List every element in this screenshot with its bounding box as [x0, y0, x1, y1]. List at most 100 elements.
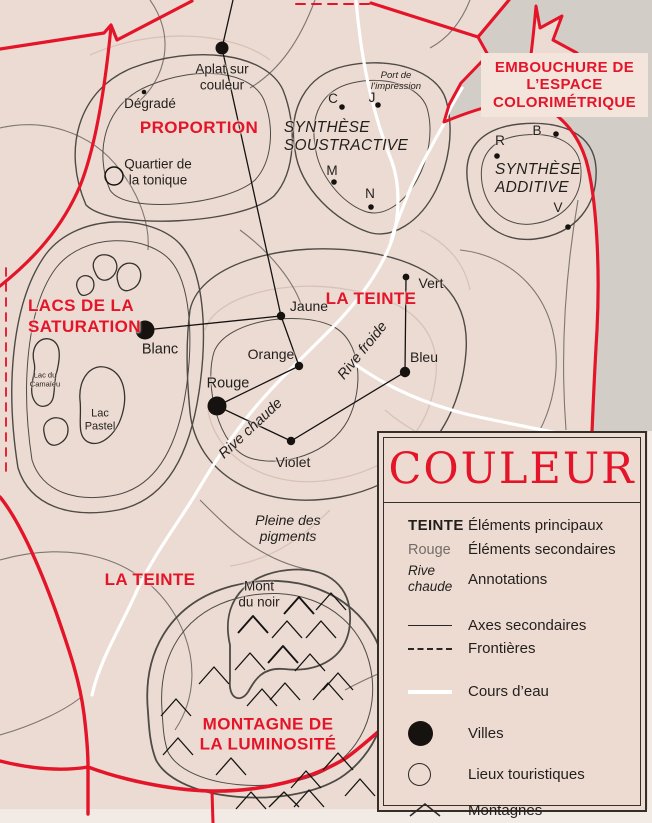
town-label-vert: Vert [418, 274, 444, 291]
legend-label-principal: Éléments principaux [468, 517, 604, 534]
town-label-violet: Violet [275, 453, 311, 470]
legend-row-villes: Villes [408, 721, 640, 747]
region-label-soustractive: SYNTHÈSE SOUSTRACTIVE [283, 119, 409, 154]
mountain-icon [268, 791, 300, 808]
region-label-teinte-center: LA TEINTE [325, 289, 417, 309]
annotation-mont-noir: Mont du noir [238, 578, 280, 609]
legend-label-montagnes: Montagnes [468, 801, 543, 819]
river-line-icon [408, 689, 452, 694]
legend-row-secondary: Rouge Éléments secondaires [408, 541, 640, 558]
red-borders [0, 0, 600, 823]
town-label-orange: Orange [247, 345, 295, 362]
mountain-icon [215, 757, 247, 776]
legend-title: COULEUR [384, 438, 640, 503]
legend-body: TEINTE Éléments principaux Rouge Élément… [384, 503, 640, 819]
mountain-icon [234, 652, 266, 671]
mountain-icon [271, 620, 303, 639]
town-dot-icon [402, 273, 410, 281]
legend-label-villes: Villes [468, 725, 504, 743]
mountain-icon [322, 672, 354, 691]
town-dot-icon [276, 311, 286, 321]
town-dot-icon [141, 89, 147, 95]
legend-panel: COULEUR TEINTE Éléments principaux Rouge… [377, 431, 647, 819]
mountain-icon [160, 698, 192, 717]
legend-label-axes: Axes secondaires [468, 617, 587, 635]
annotation-pleine: Pleine des pigments [255, 511, 321, 544]
city-label-aplat: Aplat sur couleur [195, 61, 249, 92]
mountain-icon [305, 620, 337, 639]
town-label-c: C [328, 91, 338, 107]
annotation-camaieu: Lac du Camaïeu [29, 370, 61, 388]
legend-row-annotation: Rive chaude Annotations [408, 563, 640, 595]
mountain-icon [162, 737, 194, 756]
city-dots [135, 41, 571, 446]
town-label-b: B [532, 123, 542, 139]
mountain-icon [294, 653, 326, 672]
legend-sample-principal: TEINTE [408, 517, 464, 534]
annotation-pastel: Lac Pastel [84, 407, 116, 432]
lake-outlines [31, 254, 142, 446]
legend-row-lieux: Lieux touristiques [408, 763, 640, 787]
town-dot-icon [494, 153, 500, 159]
mountain-icon [293, 789, 325, 808]
mountain-icon [290, 770, 322, 789]
region-label-lacs: LACS DE LA SATURATION [28, 296, 141, 337]
mountain-icon [322, 752, 354, 771]
region-label-teinte-south: LA TEINTE [104, 570, 196, 590]
mountain-icon [267, 645, 299, 664]
legend-inner-frame: COULEUR TEINTE Éléments principaux Rouge… [383, 437, 641, 819]
place-label-quartier: Quartier de la tonique [124, 156, 192, 187]
region-label-additive: SYNTHÈSE ADDITIVE [495, 161, 581, 196]
town-label-n: N [365, 186, 375, 202]
town-dot-icon [565, 224, 571, 230]
legend-label-secondary: Éléments secondaires [468, 541, 616, 558]
mountain-icons [160, 592, 376, 810]
tourist-place-icon [408, 763, 431, 787]
town-label-jaune: Jaune [289, 297, 329, 314]
mountain-icon [246, 688, 278, 707]
city-label-rouge: Rouge [206, 375, 250, 392]
town-label-j: J [368, 90, 376, 106]
legend-row-frontieres: Frontières [408, 640, 640, 657]
annotation-port: Port de l’impression [370, 69, 422, 92]
town-label-v: V [553, 200, 563, 216]
mountain-icon [312, 682, 344, 701]
mountain-icon [198, 666, 230, 685]
mountain-icon [269, 682, 301, 701]
town-dot-icon [294, 361, 304, 371]
town-dot-icon [553, 131, 559, 137]
region-label-montagne: MONTAGNE DE LA LUMINOSITÉ [199, 714, 337, 753]
town-dot-icon [286, 436, 296, 446]
mountain-icon [315, 592, 347, 611]
tourist-place-icon [104, 166, 124, 186]
city-dot-icon [408, 721, 433, 747]
dark-contour-lines [11, 53, 597, 799]
town-dot-icon [399, 366, 411, 378]
legend-row-montagnes: Montagnes [408, 801, 640, 819]
city-dot-icon [135, 320, 155, 340]
mountain-icon [237, 615, 269, 634]
town-dot-icon [368, 204, 374, 210]
mountain-icon [409, 803, 441, 817]
town-label-bleu: Bleu [409, 348, 439, 365]
legend-row-river: Cours d’eau [408, 683, 640, 700]
city-label-blanc: Blanc [141, 341, 179, 358]
legend-sample-secondary: Rouge [408, 541, 451, 558]
city-dot-icon [215, 41, 229, 55]
solid-line-icon [408, 625, 452, 627]
legend-row-principal: TEINTE Éléments principaux [408, 517, 640, 534]
mountain-icon [283, 596, 315, 615]
dashed-line-icon [408, 647, 452, 650]
legend-row-axes: Axes secondaires [408, 617, 640, 634]
legend-label-lieux: Lieux touristiques [468, 766, 585, 784]
town-dot-icon [339, 104, 345, 110]
town-label-r: R [495, 133, 505, 149]
legend-sample-annotation: Rive chaude [408, 563, 453, 595]
region-label-proportion: PROPORTION [139, 118, 259, 138]
legend-label-annotation: Annotations [468, 570, 548, 588]
region-label-embouchure: EMBOUCHURE DE L’ESPACE COLORIMÉTRIQUE [481, 53, 648, 117]
city-dot-icon [207, 396, 227, 416]
mountain-icon [235, 791, 267, 810]
town-dot-icon [375, 102, 381, 108]
